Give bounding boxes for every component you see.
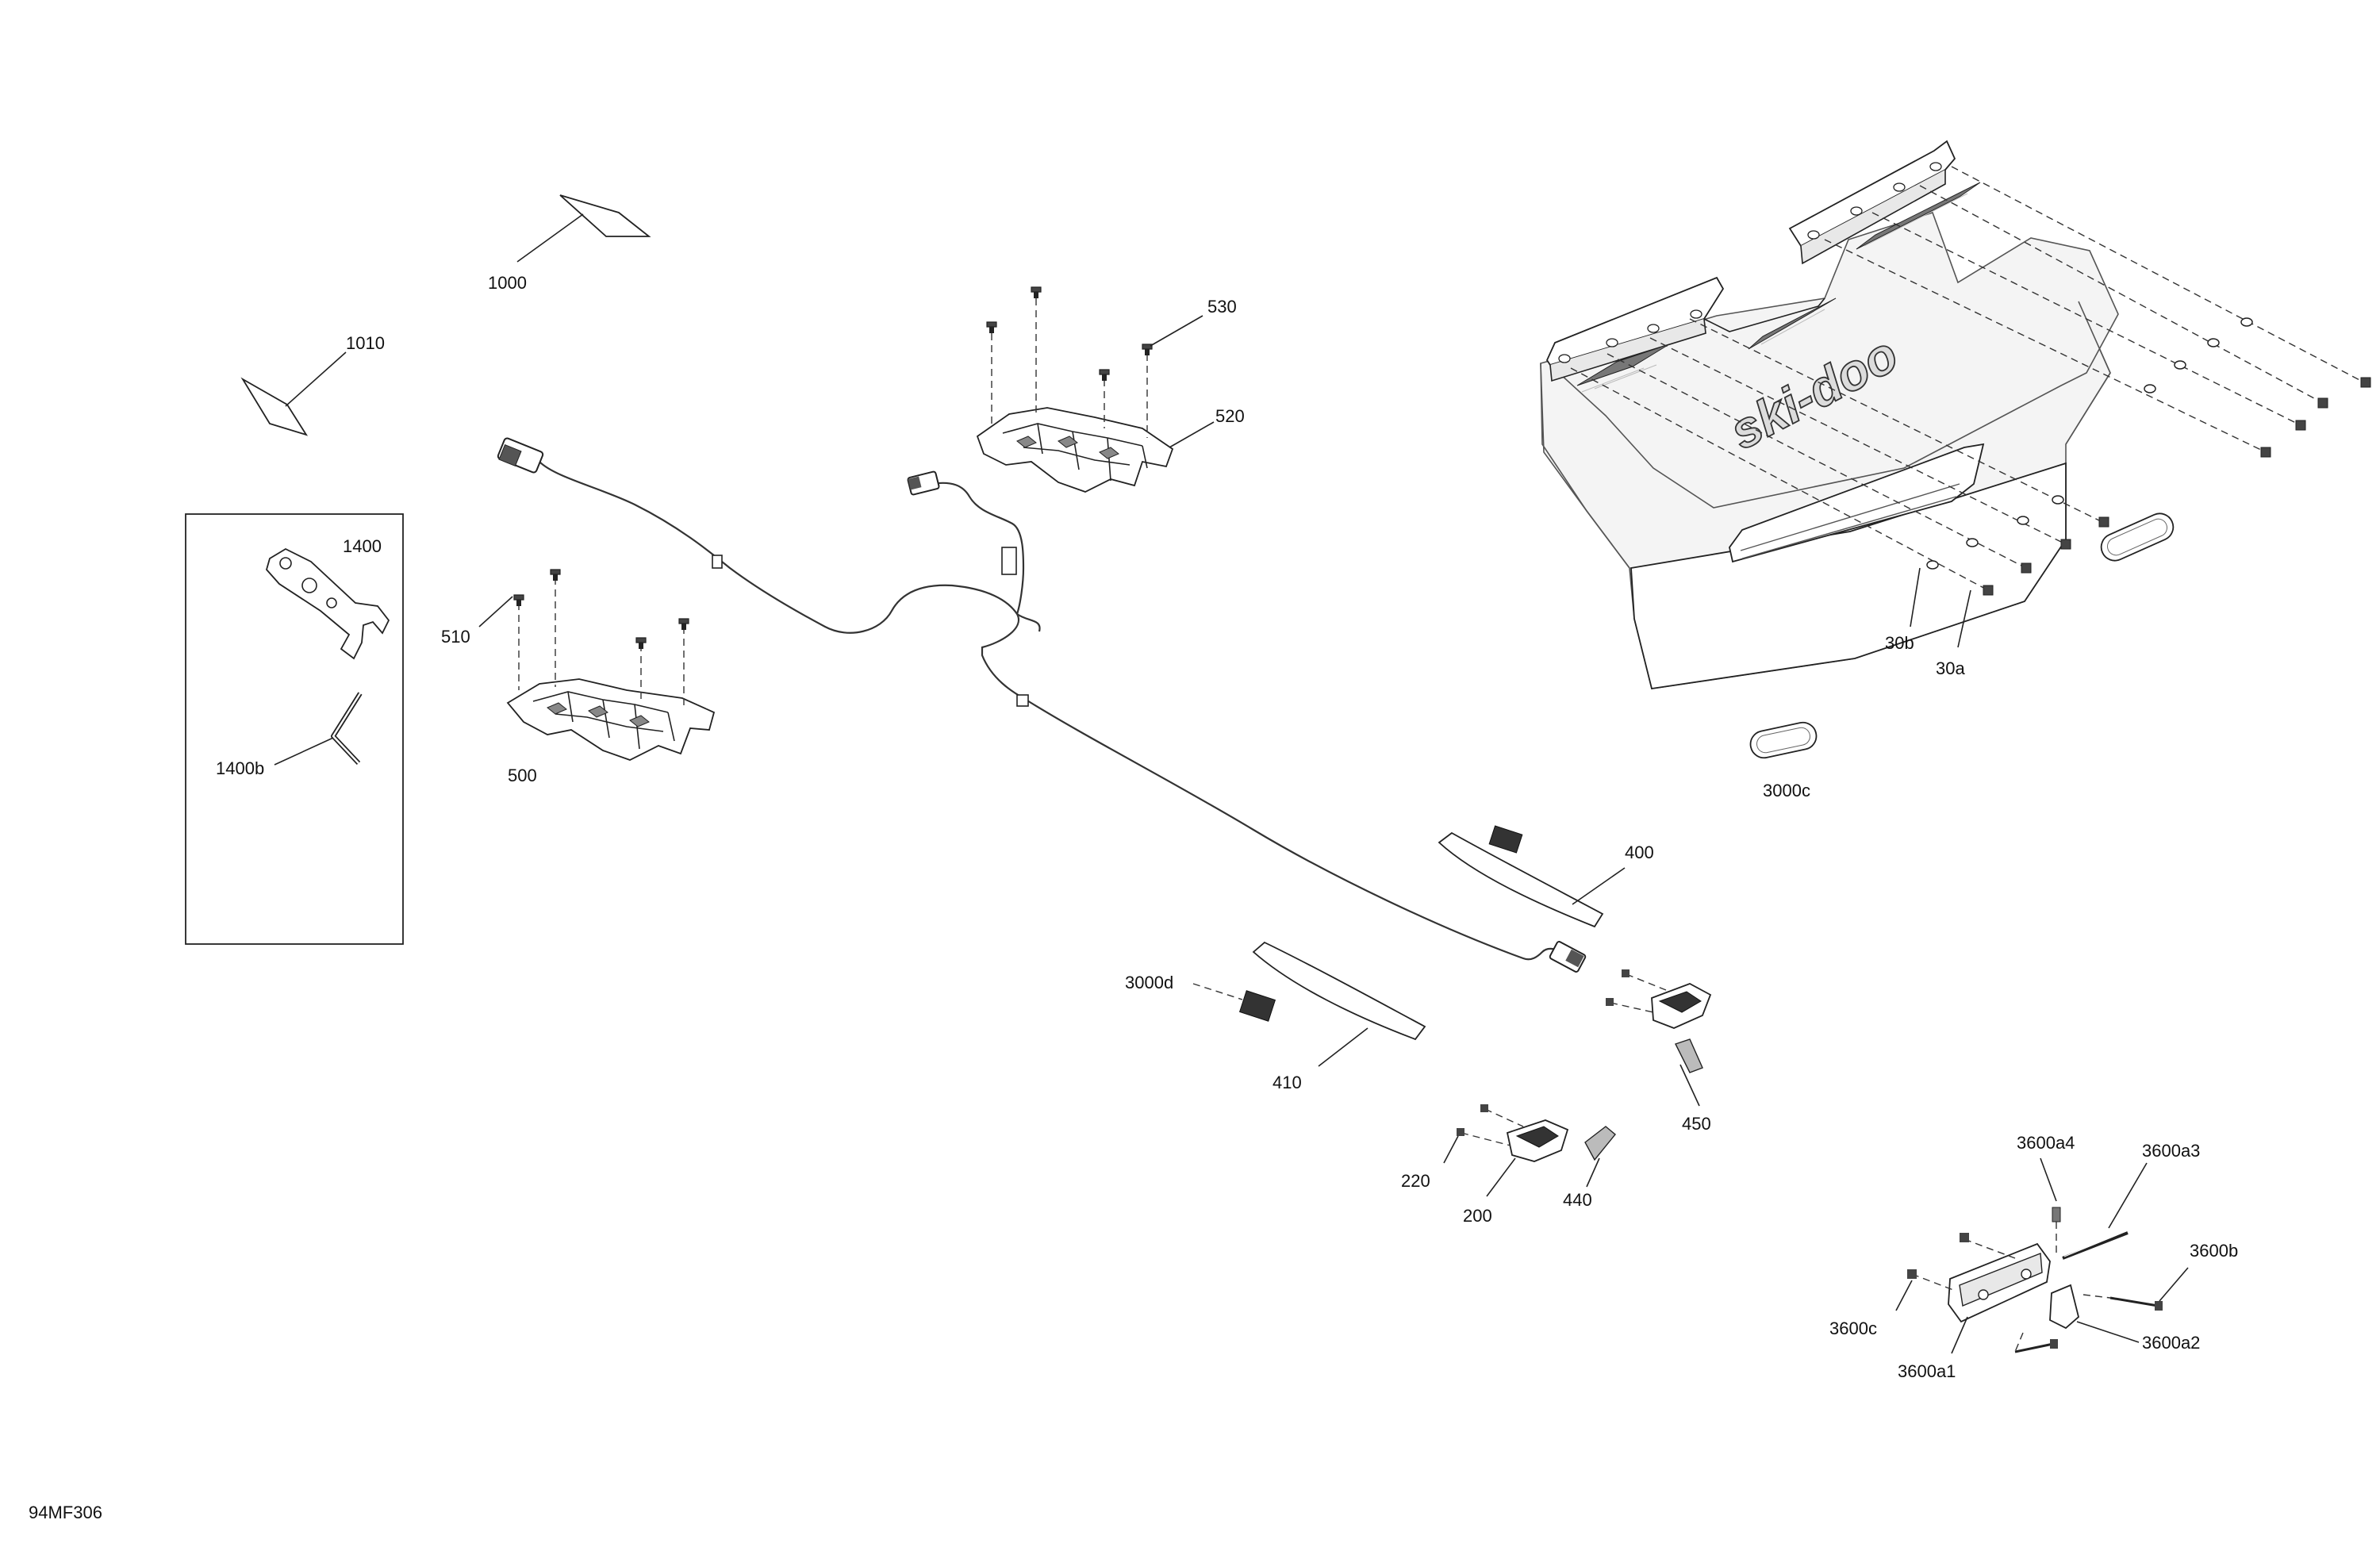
callout-3600c: 3600c (1829, 1318, 1877, 1338)
callout-520: 520 (1215, 406, 1245, 426)
wiring-harness (497, 437, 1587, 973)
connector-left (497, 437, 544, 474)
handle-410: 3000d 410 (1125, 941, 1426, 1092)
drawing-id: 94MF306 (29, 1503, 102, 1522)
decal-1010: 1010 (240, 333, 385, 436)
bracket-3600: 3600a4 3600a3 3600b 3600c 3600a2 3600a1 (1829, 1133, 2238, 1381)
grip-element-520: 530 520 (976, 286, 1245, 493)
callout-500: 500 (508, 766, 537, 785)
callout-440: 440 (1563, 1190, 1592, 1210)
callout-3000d: 3000d (1125, 973, 1173, 992)
wrench-1400 (265, 547, 390, 660)
clip-450: 450 (1606, 969, 1712, 1134)
tail-fasteners: 30b 30a (1570, 166, 2371, 678)
handle-400: 400 (1438, 825, 1654, 928)
callout-220: 220 (1401, 1171, 1430, 1191)
callout-510: 510 (441, 627, 470, 647)
callout-3000c: 3000c (1763, 781, 1810, 800)
clip-200: 220 200 440 (1401, 1104, 1616, 1226)
callout-410: 410 (1273, 1073, 1302, 1092)
callout-1000: 1000 (488, 273, 527, 293)
callout-1400b: 1400b (216, 758, 264, 778)
connector-right (1549, 941, 1587, 973)
tail-panel: ski-doo (1540, 140, 2119, 690)
grip-element-500: 510 500 (441, 569, 716, 785)
callout-3600b: 3600b (2190, 1241, 2238, 1261)
callout-1010: 1010 (346, 333, 385, 353)
callout-1400: 1400 (343, 536, 382, 556)
plug-3000c: 3000c (1749, 512, 2175, 800)
decal-1000: 1000 (488, 194, 651, 293)
callout-530: 530 (1207, 297, 1237, 317)
hex-key-1400b (331, 692, 363, 766)
tool-kit-box: 1400 1400b (185, 513, 404, 945)
callout-30b: 30b (1885, 633, 1914, 653)
callout-400: 400 (1625, 843, 1654, 862)
grip-pads (1576, 182, 1981, 393)
callout-3600a4: 3600a4 (2017, 1133, 2075, 1153)
connector-upper (907, 470, 940, 496)
callout-30a: 30a (1936, 658, 1965, 678)
callout-200: 200 (1463, 1206, 1492, 1226)
callout-3600a1: 3600a1 (1898, 1361, 1956, 1381)
callout-3600a3: 3600a3 (2142, 1141, 2200, 1161)
callout-450: 450 (1682, 1114, 1711, 1134)
callout-3600a2: 3600a2 (2142, 1333, 2200, 1353)
